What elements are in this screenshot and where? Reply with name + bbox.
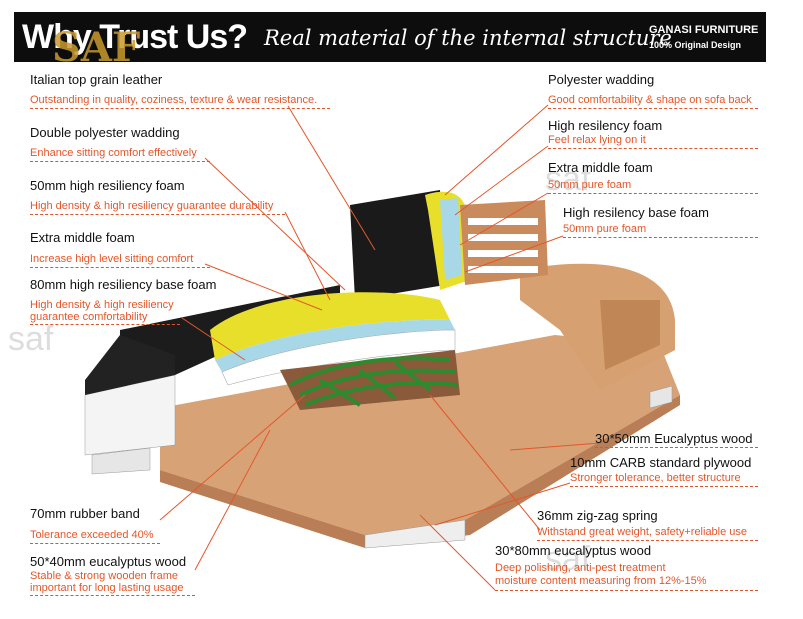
- desc-high-resilency-base-foam: 50mm pure foam: [563, 223, 647, 235]
- divider: [30, 214, 285, 215]
- header-banner: Why Trust Us? Real material of the inter…: [14, 12, 766, 62]
- leather-corner: [85, 335, 175, 395]
- brand-name: GANASI FURNITURE: [649, 24, 759, 36]
- desc-eucalyptus-30x80-2: moisture content measuring from 12%-15%: [495, 575, 707, 587]
- divider: [548, 193, 758, 194]
- divider: [30, 108, 330, 109]
- label-polyester-wadding: Polyester wadding: [548, 72, 655, 87]
- desc-50mm-foam: High density & high resiliency guarantee…: [30, 200, 274, 212]
- desc-rubber-band: Tolerance exceeded 40%: [30, 529, 154, 541]
- watermark-mid: saf: [545, 160, 591, 198]
- divider: [537, 540, 758, 541]
- desc-high-resilency-foam: Feel relax lying on it: [548, 134, 646, 146]
- label-eucalyptus-30x80: 30*80mm eucalyptus wood: [495, 543, 652, 558]
- leader-lines-left: [159, 105, 376, 571]
- label-double-wadding: Double polyester wadding: [30, 125, 180, 140]
- label-high-resilency-foam: High resilency foam: [548, 118, 663, 133]
- desc-carb-plywood: Stronger tolerance, better structure: [570, 472, 741, 484]
- label-extra-middle-foam-left: Extra middle foam: [30, 230, 135, 245]
- divider: [563, 237, 758, 238]
- desc-zigzag-spring: Withstand great weight, safety+reliable …: [537, 526, 748, 538]
- divider: [548, 108, 758, 109]
- seat-foam: [215, 319, 455, 372]
- leader-lines-right: [419, 104, 601, 591]
- chaise-storage: [600, 300, 660, 370]
- desc-eucalyptus-50x40: Stable & strong wooden frame: [30, 570, 178, 582]
- label-rubber-band: 70mm rubber band: [30, 506, 140, 521]
- watermark-bottom: saf: [545, 540, 591, 578]
- desc-italian-leather: Outstanding in quality, coziness, textur…: [30, 94, 318, 106]
- watermark-logo: SAF: [52, 24, 141, 71]
- divider: [595, 447, 758, 448]
- desc-double-wadding: Enhance sitting comfort effectively: [30, 147, 197, 159]
- tagline: Real material of the internal structure: [264, 26, 672, 50]
- desc-eucalyptus-50x40-2: important for long lasting usage: [30, 582, 184, 594]
- divider: [30, 595, 195, 596]
- desc-80mm-base-foam: High density & high resiliency: [30, 299, 174, 311]
- chaise-arm: [520, 263, 675, 390]
- label-eucalyptus-50x40: 50*40mm eucalyptus wood: [30, 554, 187, 569]
- label-high-resilency-base-foam: High resilency base foam: [563, 205, 709, 220]
- divider: [570, 486, 758, 487]
- label-carb-plywood: 10mm CARB standard plywood: [570, 455, 752, 470]
- seat-wadding: [210, 292, 450, 360]
- divider: [548, 148, 758, 149]
- label-80mm-base-foam: 80mm high resiliency base foam: [30, 277, 217, 292]
- back-foam: [440, 198, 462, 280]
- headline: Why Trust Us?: [22, 18, 248, 56]
- desc-extra-middle-foam-right: 50mm pure foam: [548, 179, 632, 191]
- desc-eucalyptus-30x80: Deep polishing, anti-pest treatment: [495, 562, 666, 574]
- divider: [30, 267, 210, 268]
- divider: [30, 161, 210, 162]
- label-italian-leather: Italian top grain leather: [30, 72, 163, 87]
- leg-left: [91, 447, 151, 475]
- leather-back: [350, 190, 445, 300]
- watermark-left: saf: [8, 320, 54, 358]
- desc-extra-middle-foam-left: Increase high level sitting comfort: [30, 253, 194, 265]
- leg-front: [364, 519, 466, 549]
- label-50mm-foam: 50mm high resiliency foam: [30, 178, 185, 193]
- label-extra-middle-foam-right: Extra middle foam: [548, 160, 653, 175]
- zigzag-springs: [289, 356, 459, 407]
- leg-right: [649, 385, 673, 409]
- desc-polyester-wadding: Good comfortability & shape on sofa back: [548, 94, 752, 106]
- label-zigzag-spring: 36mm zig-zag spring: [537, 508, 658, 523]
- divider: [495, 590, 758, 591]
- desc-80mm-base-foam-2: guarantee comfortability: [30, 311, 148, 323]
- label-eucalyptus-30x50: 30*50mm Eucalyptus wood: [595, 431, 753, 446]
- back-slats: [468, 218, 538, 273]
- divider: [30, 324, 180, 325]
- brand-subtitle: 100% Original Design: [649, 40, 742, 50]
- divider: [30, 543, 160, 544]
